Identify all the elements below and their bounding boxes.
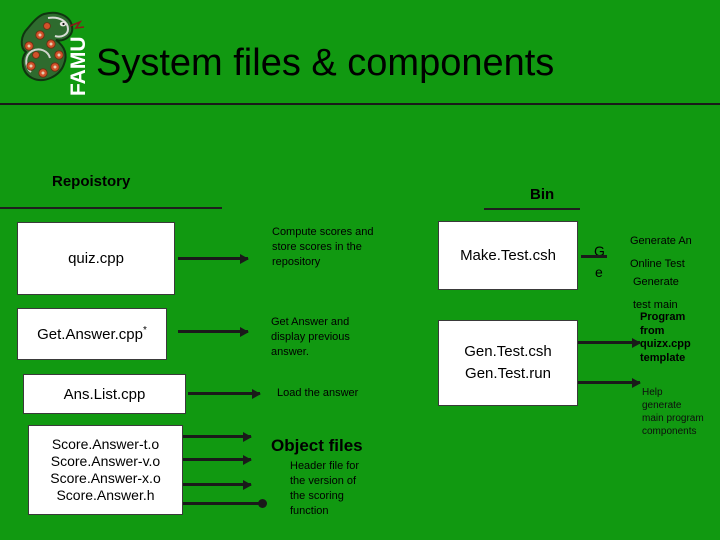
arrow-score-v [183,454,252,465]
gentest-line-2: Gen.Test.run [465,365,551,382]
file-box-label: quiz.cpp [68,250,124,267]
title-divider [0,103,720,105]
file-box-maketest-csh[interactable]: Make.Test.csh [438,221,578,290]
note-line-2: test main [633,299,678,311]
description-load-answer: Load the answer [277,387,359,399]
arrow-score-x [183,479,252,490]
file-box-label: Get.Answer.cpp* [37,325,147,343]
score-line-2: Score.Answer-v.o [50,453,161,469]
file-box-getanswer-cpp[interactable]: Get.Answer.cpp* [17,308,167,360]
file-box-score-answer[interactable]: Score.Answer-t.o Score.Answer-v.o Score.… [28,425,183,515]
arrow-gentest-to-program [578,337,641,348]
object-files-heading: Object files [271,436,363,455]
description-compute-scores: Compute scores and store scores in the r… [272,226,374,268]
bin-heading: Bin [530,186,555,203]
famu-logo-text: FAMU [67,37,90,97]
page-title: System files & components [96,42,555,84]
arrow-anslist-to-load [188,388,261,399]
note-line-2: Online Test [630,258,685,270]
file-box-quiz-cpp[interactable]: quiz.cpp [17,222,175,295]
arrow-quiz-to-compute [178,253,249,264]
arrow-maketest-to-generate [581,255,607,258]
score-line-4: Score.Answer.h [56,487,155,503]
text-fragment-e: e [595,264,603,280]
bin-divider [484,208,580,210]
repository-divider [0,207,222,209]
text-fragment-g: G [594,243,605,259]
note-line-1: Generate An [630,235,692,247]
arrow-score-h [183,499,267,508]
note-generate-online-test: Generate An Online Test [630,230,718,276]
arrow-getanswer-to-getans [178,326,249,337]
gentest-line-1: Gen.Test.csh [464,343,552,360]
description-get-answer: Get Answer and display previous answer. [271,316,350,358]
file-box-gentest[interactable]: Gen.Test.csh Gen.Test.run [438,320,578,406]
score-line-1: Score.Answer-t.o [51,436,160,452]
arrow-gentest-to-help [578,377,641,388]
famu-logo: FAMU [14,2,100,100]
modified-star: * [142,325,147,336]
arrow-score-t [183,431,252,442]
note-generate-test-main: Generate test main [633,271,720,317]
note-help-generate: Help generate main program components [642,387,704,437]
note-line-1: Generate [633,276,679,288]
file-box-anslist-cpp[interactable]: Ans.List.cpp [23,374,186,414]
repository-heading: Repoistory [52,173,131,190]
file-box-label: Ans.List.cpp [63,385,146,403]
file-box-label: Make.Test.csh [460,247,556,264]
description-header-file: Header file for the version of the scori… [290,460,360,517]
score-line-3: Score.Answer-x.o [50,470,161,486]
note-program-from-template: Program from quizx.cpp template [640,311,691,364]
